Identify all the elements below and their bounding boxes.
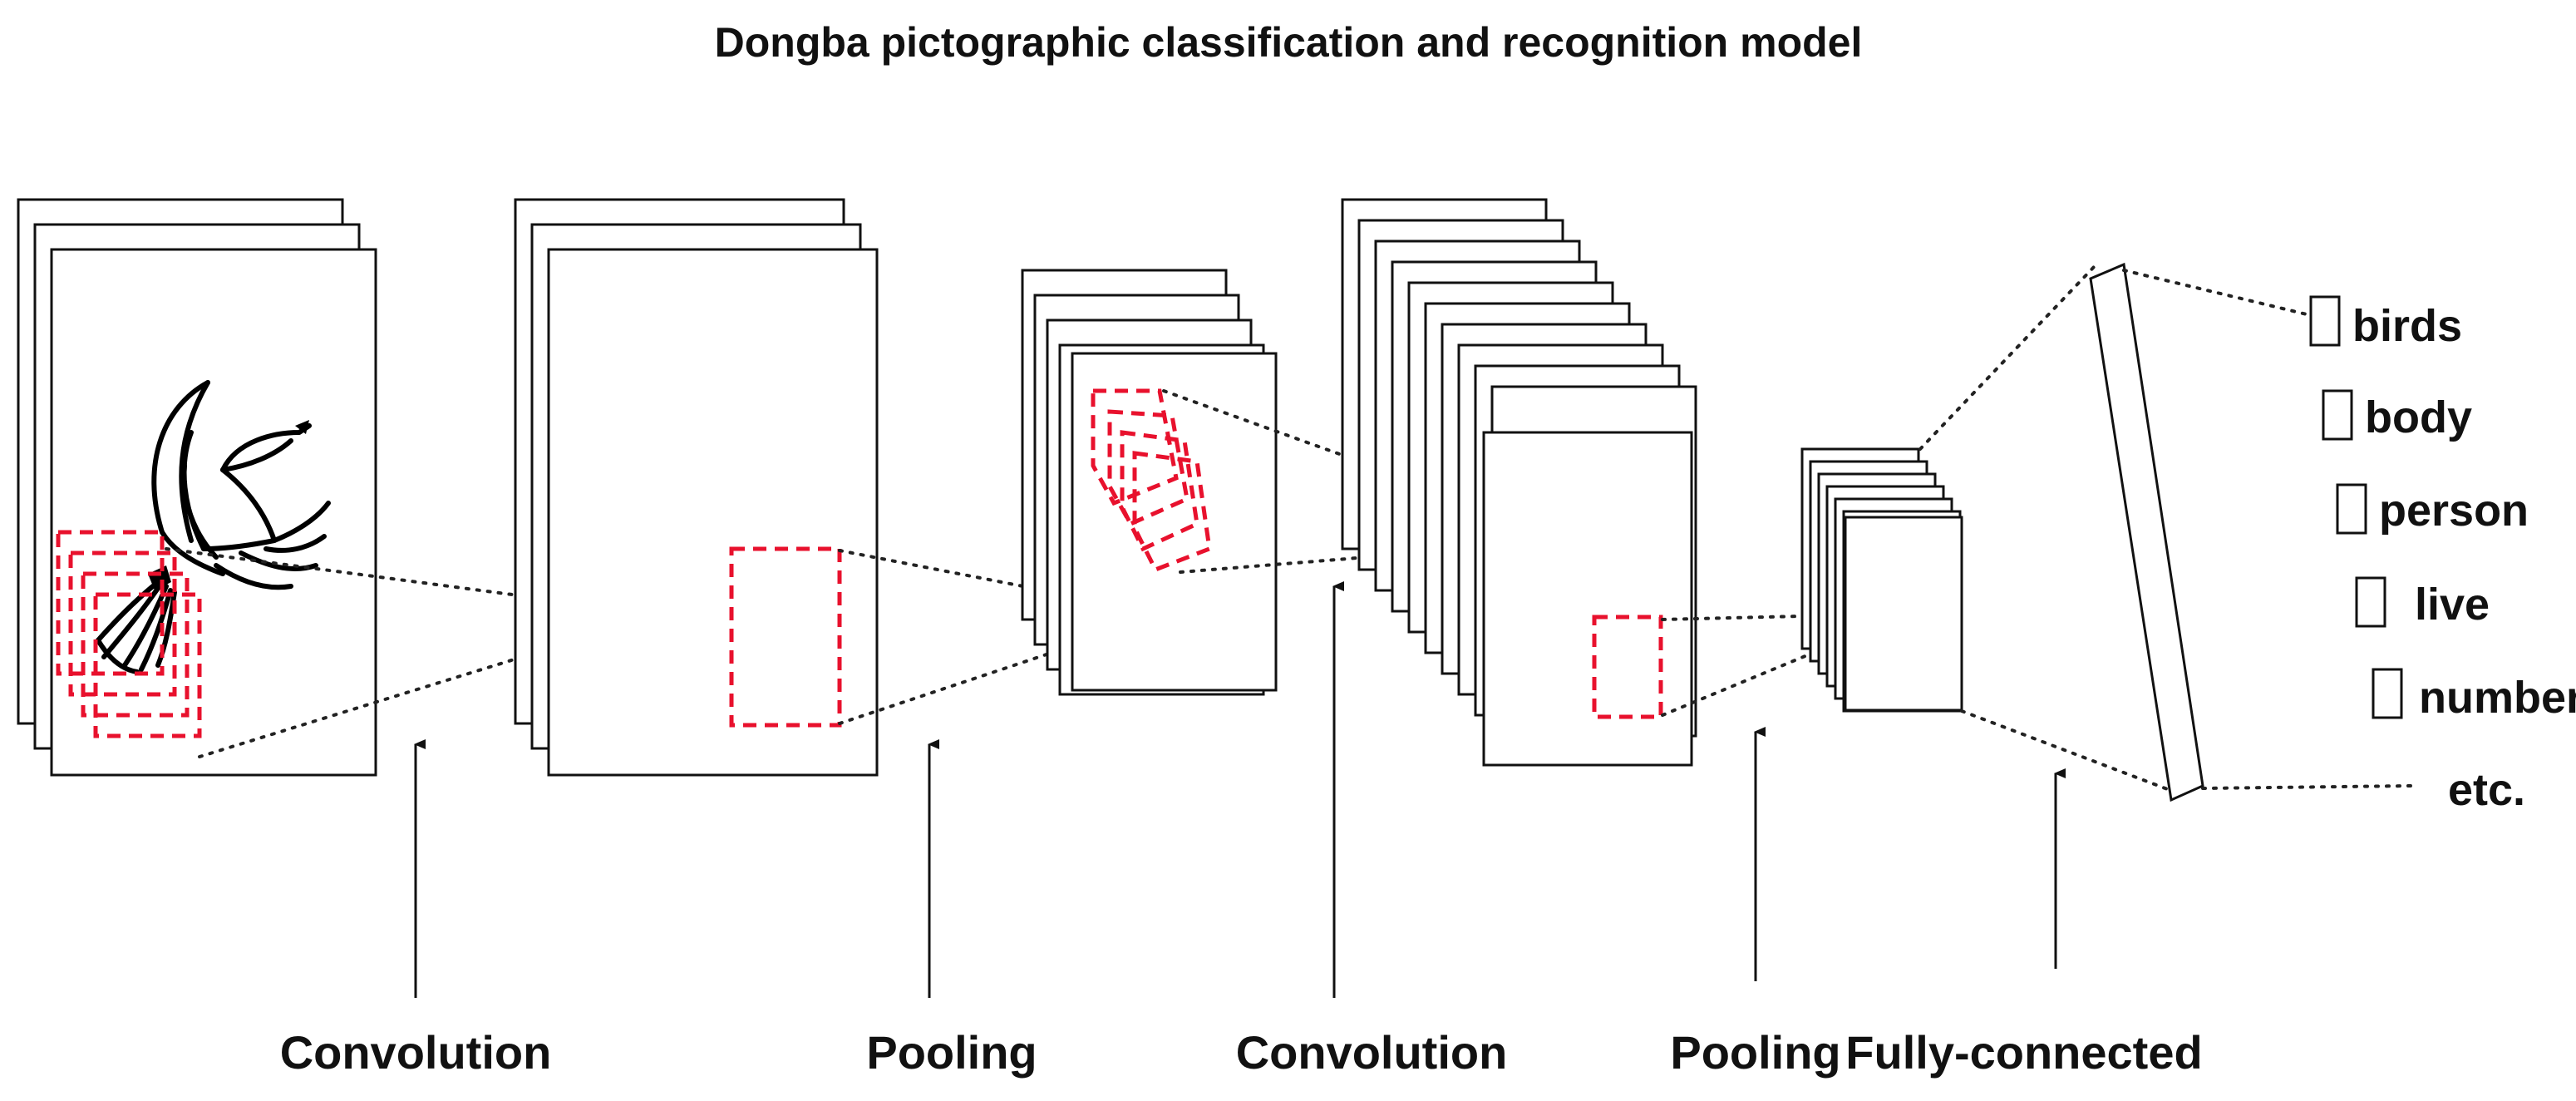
stage-label-fully-connected: Fully-connected [1845,1026,2202,1079]
stage-label-pooling-2: Pooling [1670,1026,1840,1079]
output-label-birds: birds [2352,301,2462,351]
output-class-live: live [2355,576,2490,629]
fully-connected-layer [2089,262,2204,802]
output-label-etc: etc. [2448,765,2525,815]
output-label-body: body [2365,393,2472,442]
output-class-body: body [2322,389,2472,442]
bird-pictograph [96,380,331,674]
feature-map-stack-1 [514,198,879,777]
stage-label-convolution-1: Convolution [280,1026,552,1079]
output-class-person: person [2336,483,2529,536]
projection-lines-5 [1918,264,2171,792]
output-label-live: live [2415,580,2490,629]
output-label-person: person [2379,486,2529,536]
output-label-number: number [2419,673,2576,723]
stage-arrows [414,581,2066,998]
output-class-birds: birds [2309,295,2462,351]
projection-lines-6 [2122,269,2412,790]
input-receptive-fields [56,530,202,738]
output-class-number: number [2372,668,2576,723]
stage-label-pooling-1: Pooling [866,1026,1037,1079]
pooled-map-stack-1 [1021,269,1278,696]
pooled-map-stack-2 [1800,447,1963,713]
stage-label-convolution-2: Convolution [1236,1026,1508,1079]
diagram-title: Dongba pictographic classification and r… [715,19,1863,66]
feature-map-stack-2 [1341,198,1697,767]
